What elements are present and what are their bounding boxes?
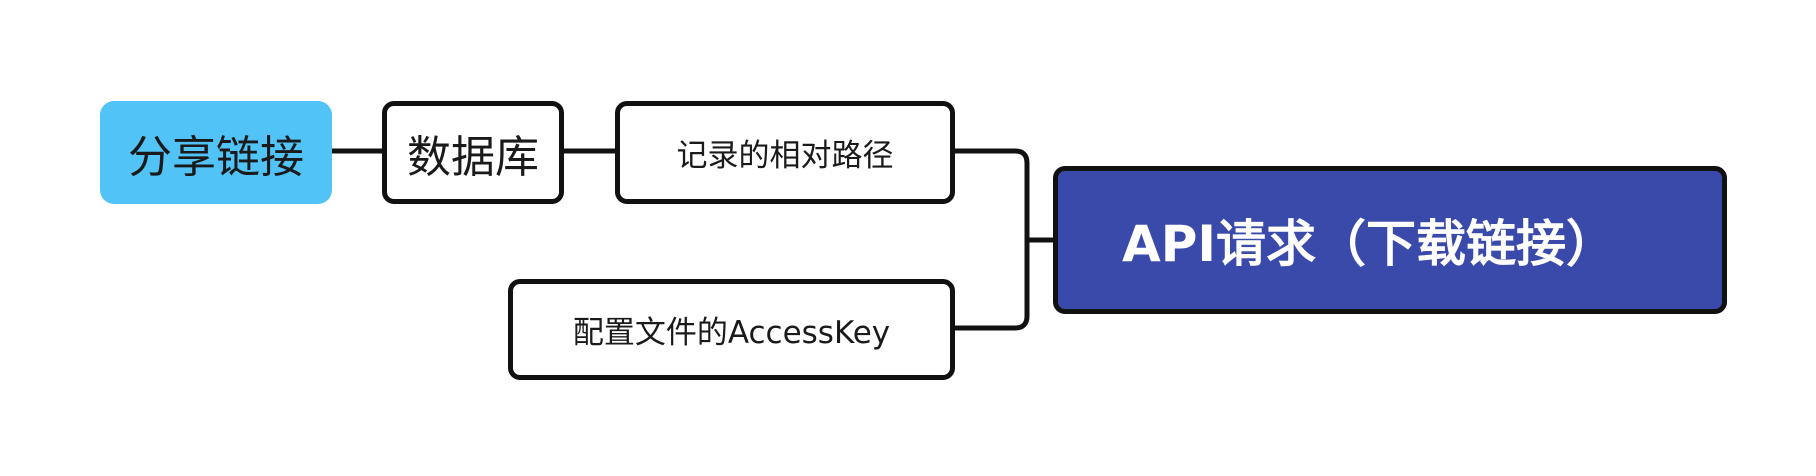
node-label: API请求（下载链接） bbox=[1122, 215, 1616, 273]
node-label: 记录的相对路径 bbox=[676, 138, 894, 174]
node-database[interactable]: 数据库 bbox=[382, 101, 564, 204]
node-access-key[interactable]: 配置文件的AccessKey bbox=[508, 279, 955, 380]
node-label: 数据库 bbox=[407, 131, 539, 183]
node-label: 分享链接 bbox=[128, 131, 304, 183]
edge-bracket bbox=[953, 148, 1030, 331]
node-label: 配置文件的AccessKey bbox=[572, 315, 891, 351]
node-share-link[interactable]: 分享链接 bbox=[100, 101, 332, 204]
node-api-request[interactable]: API请求（下载链接） bbox=[1053, 166, 1727, 314]
node-relative-path[interactable]: 记录的相对路径 bbox=[615, 101, 955, 204]
